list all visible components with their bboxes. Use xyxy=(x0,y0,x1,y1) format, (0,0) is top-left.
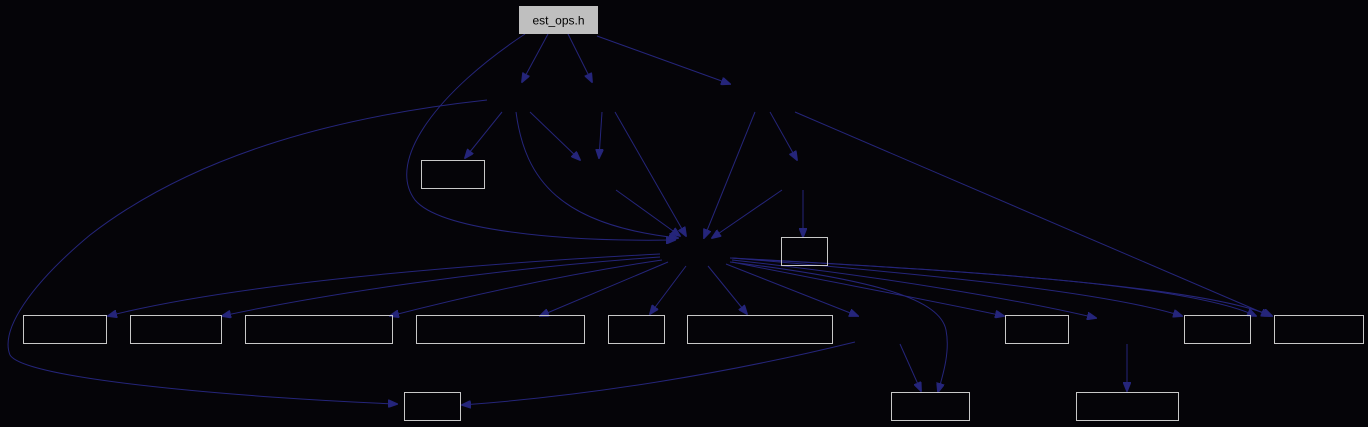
edge xyxy=(406,33,675,240)
edge xyxy=(614,111,686,236)
nodes: est_ops.h xyxy=(23,6,1364,421)
graph-node[interactable] xyxy=(781,237,828,266)
edge xyxy=(731,259,1096,318)
graph-node[interactable] xyxy=(130,315,222,344)
root-node[interactable] xyxy=(519,6,598,34)
graph-node[interactable] xyxy=(1076,392,1179,421)
edge xyxy=(731,257,1272,316)
edge xyxy=(729,257,1256,316)
edge xyxy=(729,261,948,392)
edge xyxy=(529,111,580,160)
graph-node[interactable] xyxy=(1005,315,1069,344)
edge xyxy=(465,111,503,158)
edge xyxy=(222,256,661,316)
edge xyxy=(540,261,669,316)
edge xyxy=(731,257,1182,316)
edge xyxy=(731,261,1004,316)
graph-node[interactable] xyxy=(416,315,585,344)
graph-node[interactable] xyxy=(608,315,665,344)
graph-node[interactable] xyxy=(245,315,393,344)
edge xyxy=(899,343,921,391)
graph-node[interactable] xyxy=(1274,315,1364,344)
edge xyxy=(522,33,549,82)
edge xyxy=(599,111,602,158)
edge xyxy=(7,99,488,404)
edge xyxy=(462,341,856,405)
edge xyxy=(704,111,756,238)
graph-node[interactable] xyxy=(23,315,107,344)
edge xyxy=(725,263,858,316)
graph-node[interactable] xyxy=(891,392,970,421)
graph-node[interactable] xyxy=(421,160,485,189)
edge xyxy=(794,111,1270,316)
edge xyxy=(515,111,678,238)
edge xyxy=(615,189,680,236)
edge xyxy=(650,265,687,314)
edge xyxy=(108,253,661,316)
graph-node[interactable] xyxy=(687,315,833,344)
edge xyxy=(712,189,783,238)
edges xyxy=(7,33,1272,405)
edge xyxy=(707,265,747,314)
edge xyxy=(769,111,797,160)
edge xyxy=(596,35,730,84)
graph-node[interactable] xyxy=(404,392,461,421)
root-node-label: est_ops.h xyxy=(532,14,584,28)
edge xyxy=(390,259,663,316)
graph-node[interactable] xyxy=(1184,315,1251,344)
edge xyxy=(567,33,592,82)
